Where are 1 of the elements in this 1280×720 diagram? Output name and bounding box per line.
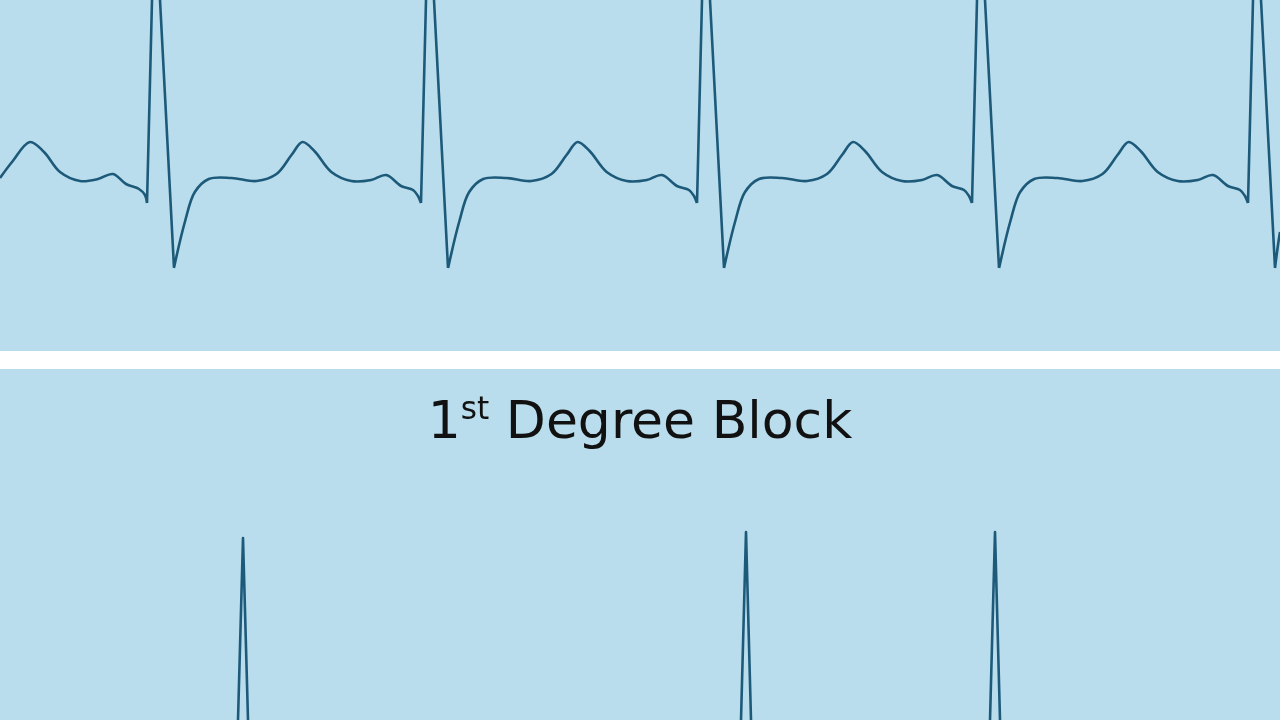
diagram-title: 1$^{st}$ Degree Block [427, 392, 853, 450]
